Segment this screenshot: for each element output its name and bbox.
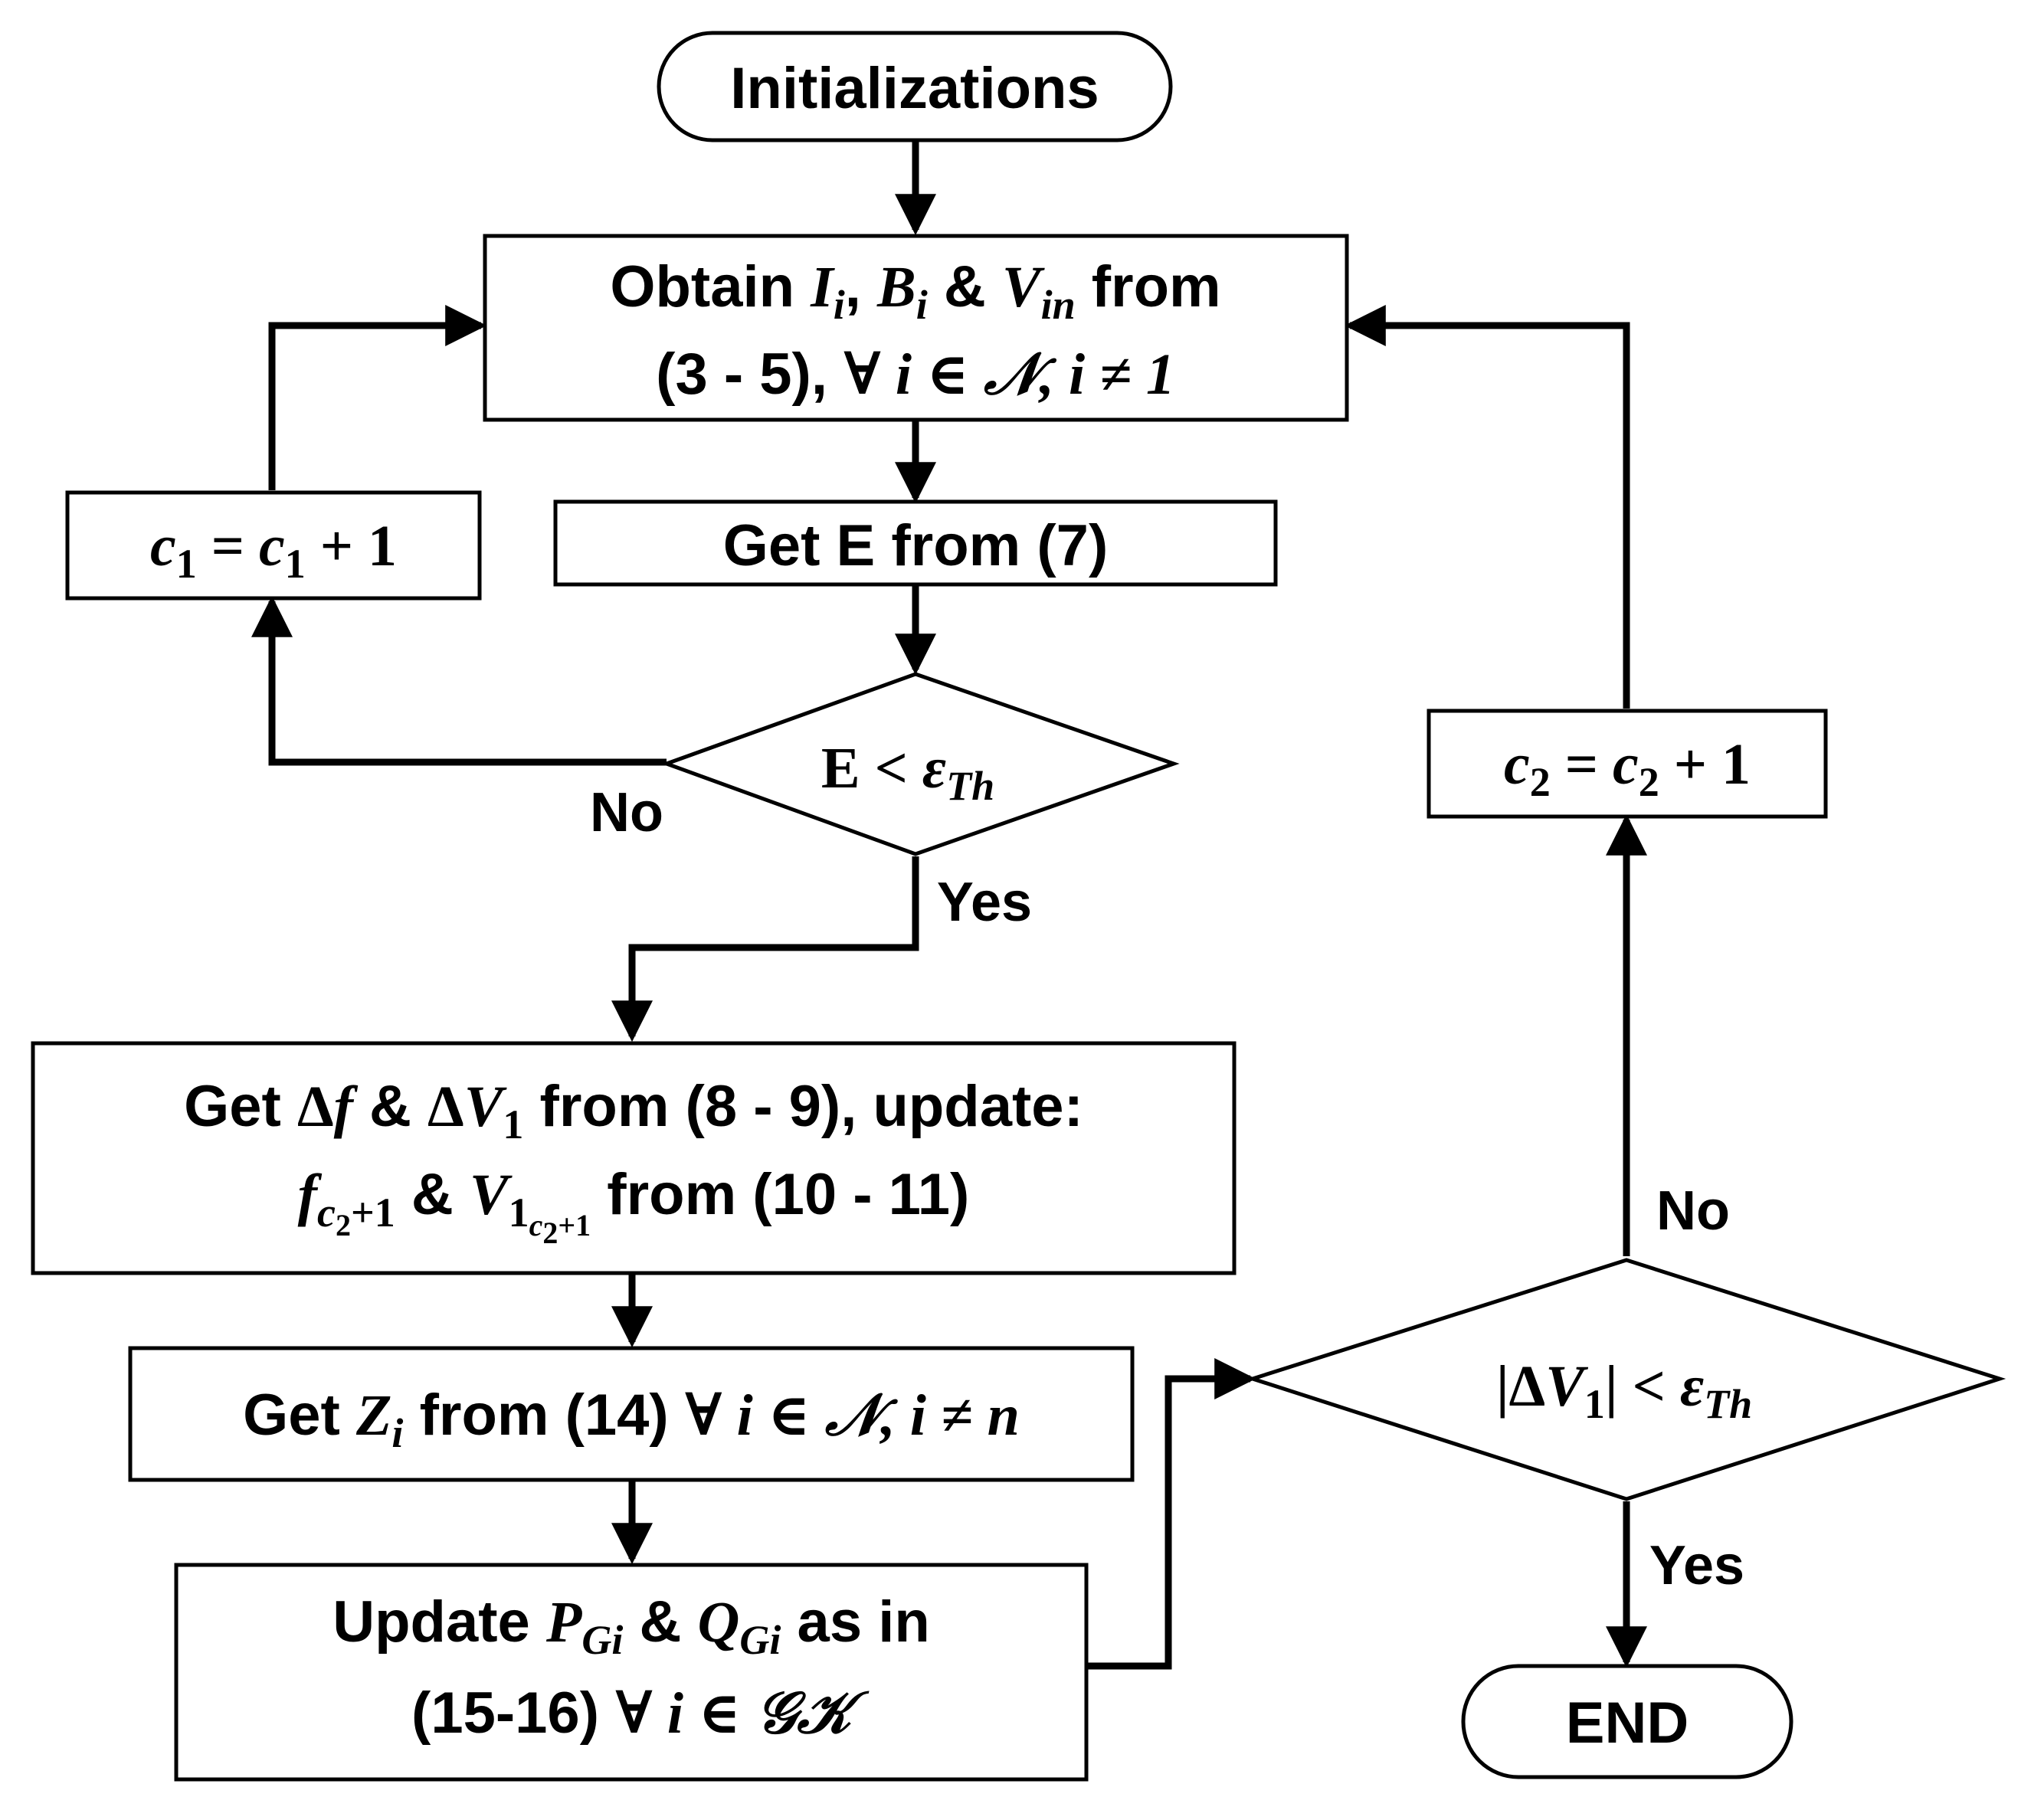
obtain-line-2: (3 - 5), ∀ i ∈ 𝒩, i ≠ 1 xyxy=(656,342,1175,407)
get-z-process: Get Zi from (14) ∀ i ∈ 𝒩, i ≠ n xyxy=(128,1346,1135,1482)
edge-decision-no-to-c1 xyxy=(251,595,667,766)
get-df-process: Get Δf & ΔV1 from (8 - 9), update: fc2+1… xyxy=(31,1041,1237,1275)
decision-e-label: E < εTh xyxy=(821,736,994,809)
edge-c1-to-obtain xyxy=(268,305,487,490)
decision-v-threshold: |ΔV1| < εTh xyxy=(1246,1258,2006,1501)
start-terminal: Initializations xyxy=(657,31,1173,142)
update-pq-line-2: (15-16) ∀ i ∈ 𝒢𝒦 xyxy=(411,1681,870,1746)
end-label: END xyxy=(1566,1691,1689,1756)
c1-update-process: c1 = c1 + 1 xyxy=(65,490,482,601)
connectors xyxy=(251,142,1647,1670)
c2-update-label: c2 = c2 + 1 xyxy=(1504,732,1751,805)
decision-v-label: |ΔV1| < εTh xyxy=(1496,1354,1752,1427)
c1-update-label: c1 = c1 + 1 xyxy=(150,514,397,587)
update-pq-process: Update PGi & QGi as in (15-16) ∀ i ∈ 𝒢𝒦 xyxy=(174,1563,1089,1782)
decision-v-yes-label: Yes xyxy=(1649,1535,1744,1596)
decision-e-yes-label: Yes xyxy=(937,872,1032,933)
get-z-label: Get Zi from (14) ∀ i ∈ 𝒩, i ≠ n xyxy=(243,1383,1020,1456)
end-terminal: END xyxy=(1461,1664,1793,1779)
edge-update-pq-to-decision-v xyxy=(1084,1358,1256,1670)
start-label: Initializations xyxy=(730,56,1099,121)
get-e-process: Get E from (7) xyxy=(553,499,1278,587)
decision-e-no-label: No xyxy=(590,782,663,843)
decision-e-threshold: E < εTh xyxy=(660,672,1180,856)
edge-decision-yes-to-get-df xyxy=(611,856,919,1043)
decision-v-no-label: No xyxy=(1656,1180,1730,1242)
update-pq-line-1: Update PGi & QGi as in xyxy=(332,1589,930,1663)
obtain-process: Obtain Ii, Bi & Vin from (3 - 5), ∀ i ∈ … xyxy=(483,234,1349,422)
c2-update-process: c2 = c2 + 1 xyxy=(1427,709,1828,819)
get-df-line-1: Get Δf & ΔV1 from (8 - 9), update: xyxy=(184,1074,1083,1147)
get-e-label: Get E from (7) xyxy=(723,513,1109,578)
get-df-line-2: fc2+1 & V1c2+1 from (10 - 11) xyxy=(298,1162,970,1250)
obtain-line-1: Obtain Ii, Bi & Vin from xyxy=(610,254,1220,328)
edge-c2-to-obtain xyxy=(1344,305,1630,709)
